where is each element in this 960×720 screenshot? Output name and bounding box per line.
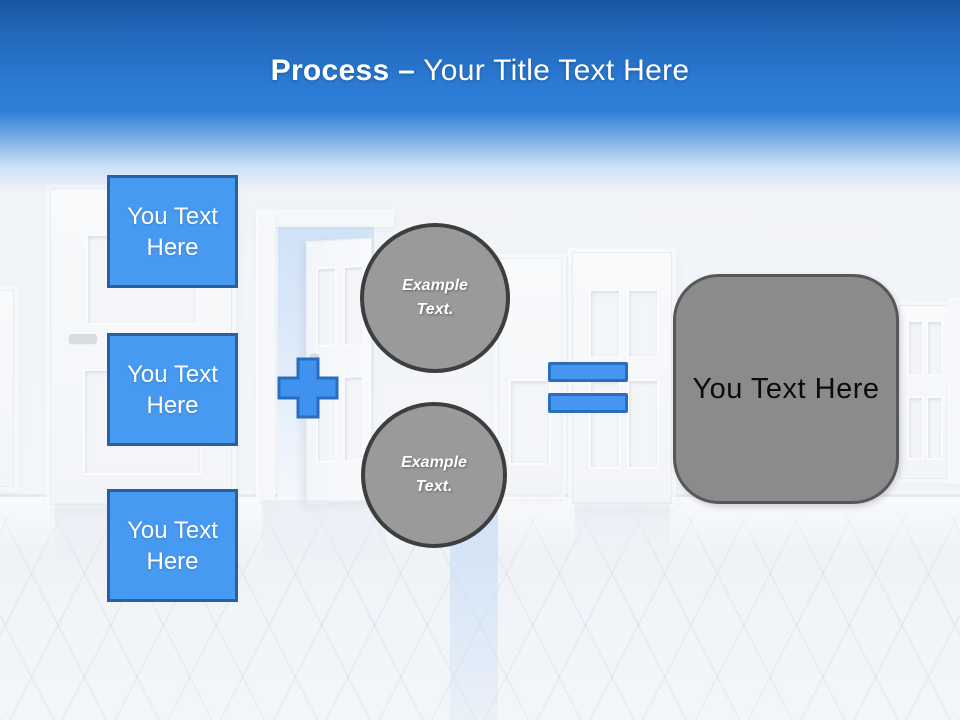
door-panel [316, 266, 337, 348]
input-box-3-label: You Text Here [127, 516, 218, 575]
plus-icon[interactable] [277, 357, 339, 419]
door-panel [926, 396, 943, 460]
doorframe-right-edge [950, 300, 960, 482]
door-panel [509, 379, 551, 465]
door-right [899, 305, 949, 479]
input-box-3[interactable]: You Text Here [107, 489, 238, 602]
door-handle [69, 334, 97, 343]
door-panel [907, 320, 924, 376]
input-box-1[interactable]: You Text Here [107, 175, 238, 288]
input-box-2[interactable]: You Text Here [107, 333, 238, 446]
door-panel [627, 289, 659, 358]
door-panel [907, 396, 924, 460]
door-panel [627, 379, 659, 469]
example-circle-2-label: Example Text. [401, 454, 467, 495]
door-reflection [262, 500, 387, 575]
door-far-left [0, 290, 14, 487]
equals-bar-top [548, 362, 628, 382]
slide-title-emphasis: Process – [270, 54, 416, 87]
title-band: Process – Your Title Text Here [0, 0, 960, 192]
result-box[interactable]: You Text Here [673, 274, 899, 504]
door-panel [926, 320, 943, 376]
input-box-1-label: You Text Here [127, 202, 218, 261]
equals-bar-bottom [548, 393, 628, 413]
door-middle-right [572, 252, 672, 504]
slide-title-text: Your Title Text Here [423, 54, 690, 87]
doorframe-top [258, 212, 392, 225]
example-circle-1[interactable]: Example Text. [360, 223, 510, 373]
equals-icon[interactable] [548, 362, 628, 413]
door-panel [343, 374, 364, 463]
result-box-label: You Text Here [692, 372, 880, 405]
door-panel [589, 289, 621, 358]
example-circle-2[interactable]: Example Text. [361, 402, 507, 548]
plus-icon-shape [277, 357, 339, 419]
input-box-2-label: You Text Here [127, 360, 218, 419]
doorframe-left [258, 214, 273, 500]
example-circle-1-label: Example Text. [402, 277, 468, 318]
slide-title[interactable]: Process – Your Title Text Here [0, 54, 960, 88]
door-reflection [575, 502, 670, 562]
